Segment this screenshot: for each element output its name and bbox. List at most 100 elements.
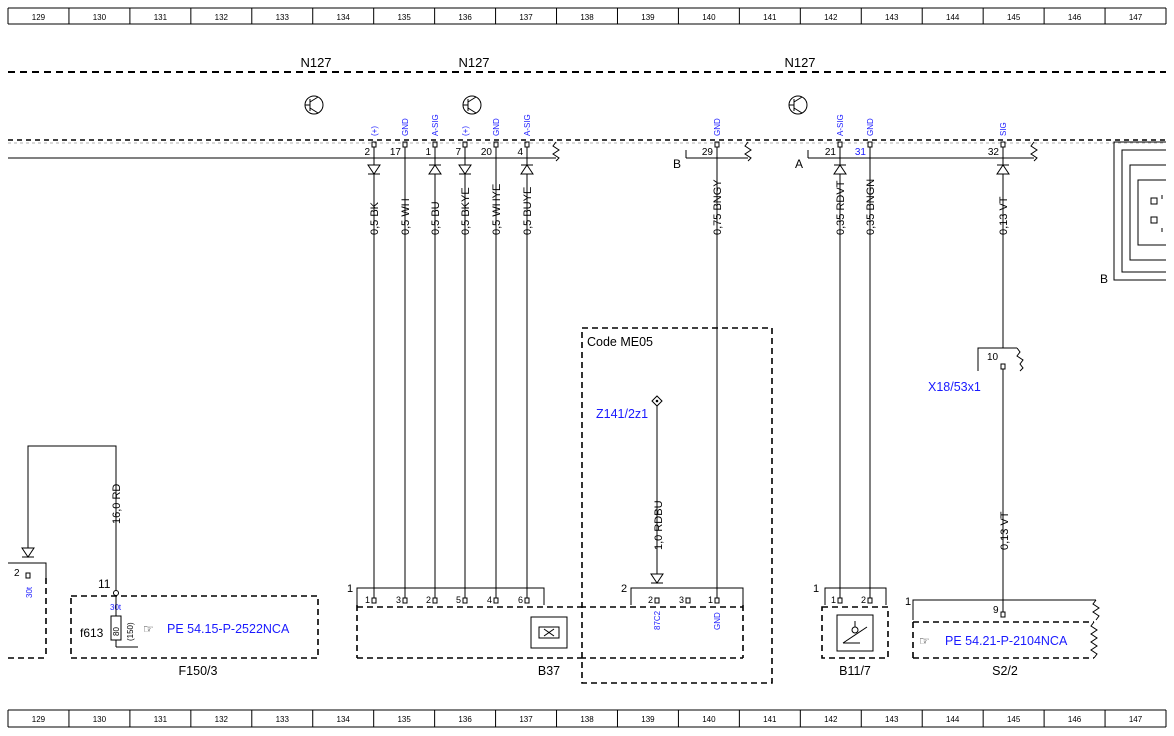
ruler-number: 142 [824, 715, 838, 724]
splice-dot [655, 399, 659, 403]
b37-pin-number: 5 [456, 595, 461, 605]
break-mark-icon [1090, 621, 1098, 659]
ruler-number: 145 [1007, 13, 1021, 22]
ruler-number: 138 [580, 13, 594, 22]
ruler-number: 143 [885, 13, 899, 22]
code-pin-sig-a: 87C2 [653, 610, 662, 630]
arrow-up-icon [996, 164, 1010, 175]
transistor-icon [462, 95, 482, 115]
pin-number: 32 [988, 147, 1000, 158]
code-box-frame [581, 327, 773, 684]
left-part-pin: 2 [14, 568, 20, 579]
pin-signal-label: GND [401, 118, 410, 136]
pin-signal-label: GND [866, 118, 875, 136]
ruler-number: 136 [458, 715, 472, 724]
ruler-number: 130 [93, 13, 107, 22]
arrow-down-icon [458, 164, 472, 175]
code-box-label: Code ME05 [587, 335, 653, 349]
fuse-module-f150: 16,0 RD 2 30t 11 30t 80 (150) f613 ☞ PE … [8, 445, 319, 678]
pin-socket-icon [837, 597, 843, 604]
module-label-n127-a: N127 [300, 55, 331, 70]
code-conn-num: 2 [621, 583, 627, 595]
pin-socket-icon [462, 597, 468, 604]
code-me05-box: Code ME05 Z141/2z1 1,0 RDBU 2 2 3 1 87C2 G… [580, 327, 773, 684]
right-partial-outline [1113, 141, 1166, 281]
ruler-number: 130 [93, 715, 107, 724]
ruler-number: 144 [946, 13, 960, 22]
pointer-icon: ☞ [919, 634, 930, 648]
wire-label: 0,13 VT [998, 196, 1010, 235]
b11-pin-number: 1 [831, 595, 836, 605]
code-connector-box [630, 587, 744, 605]
f150-box [70, 595, 319, 659]
code-pin-number: 2 [648, 595, 653, 605]
break-mark-icon [1016, 347, 1024, 372]
ruler-number: 146 [1068, 13, 1082, 22]
left-part-sig: 30t [25, 586, 34, 598]
f150-ref-link[interactable]: PE 54.15-P-2522NCA [167, 622, 290, 636]
b11-conn-num: 1 [813, 583, 819, 595]
s2-ref-link[interactable]: PE 54.21-P-2104NCA [945, 634, 1068, 648]
ruler-number: 141 [763, 13, 777, 22]
ruler-number: 142 [824, 13, 838, 22]
ruler-number: 129 [32, 13, 46, 22]
z141-ref-link[interactable]: Z141/2z1 [596, 407, 648, 421]
b37-connector-box [356, 587, 545, 605]
pin-node [113, 590, 119, 596]
ruler-number: 146 [1068, 715, 1082, 724]
arrow-down-icon [367, 164, 381, 175]
ruler-number: 132 [215, 715, 229, 724]
wire-label: 0,5 BU [430, 201, 442, 235]
pin-signal-label: (+) [461, 126, 470, 136]
ruler-number: 137 [519, 715, 533, 724]
x18-connector: 10 X18/53x1 0,13 VT [928, 178, 1024, 612]
ruler-number: 140 [702, 715, 716, 724]
ruler-number: 144 [946, 715, 960, 724]
wire-label: 0,75 BNGY [712, 179, 724, 235]
pin-socket-icon [493, 597, 499, 604]
pointer-icon: ☞ [143, 622, 154, 636]
b37-pin-number: 1 [365, 595, 370, 605]
break-mark-icon [552, 141, 560, 162]
sensor-x [543, 628, 555, 637]
connector-b-label: B [673, 157, 681, 171]
wire-label: 0,5 WHYE [491, 184, 503, 235]
fuse-label: f613 [80, 626, 104, 640]
pin-signal-label: A-SIG [431, 114, 440, 136]
code-pin-sig-b: GND [713, 612, 722, 630]
pin-socket-icon [654, 597, 660, 604]
code-pin-number: 1 [708, 595, 713, 605]
connector-b-far-label: B [1100, 272, 1108, 286]
sensor-diag [842, 626, 868, 644]
b11-pin-number: 2 [861, 595, 866, 605]
f150-label: F150/3 [179, 664, 218, 678]
wire-label: 0,5 BUYE [522, 187, 534, 235]
pin-socket-icon [402, 597, 408, 604]
wire-16-rd [27, 445, 117, 593]
ruler-number: 137 [519, 13, 533, 22]
pin-signal-label: GND [713, 118, 722, 136]
code-pin-number: 3 [679, 595, 684, 605]
ruler-number: 147 [1129, 13, 1143, 22]
pin-signal-label: A-SIG [523, 114, 532, 136]
fuse-rating: 80 [112, 627, 121, 636]
wire-label-1-rdbu: 1,0 RDBU [653, 500, 665, 550]
transistor-icon [304, 95, 324, 115]
s2-conn-num: 1 [905, 596, 911, 608]
pin-socket-icon [25, 572, 31, 579]
arrow-up-icon [520, 164, 534, 175]
pin-number: 20 [481, 147, 493, 158]
b37-pin-number: 2 [426, 595, 431, 605]
right-partial-outline [1129, 164, 1166, 261]
pin-signal-label: (+) [370, 126, 379, 136]
ruler-number: 134 [337, 715, 351, 724]
pin-signal-label: GND [492, 118, 501, 136]
pin-number: 29 [702, 147, 714, 158]
ruler-number: 138 [580, 715, 594, 724]
pin-signal-label: A-SIG [836, 114, 845, 136]
pin-number: 31 [855, 147, 867, 158]
